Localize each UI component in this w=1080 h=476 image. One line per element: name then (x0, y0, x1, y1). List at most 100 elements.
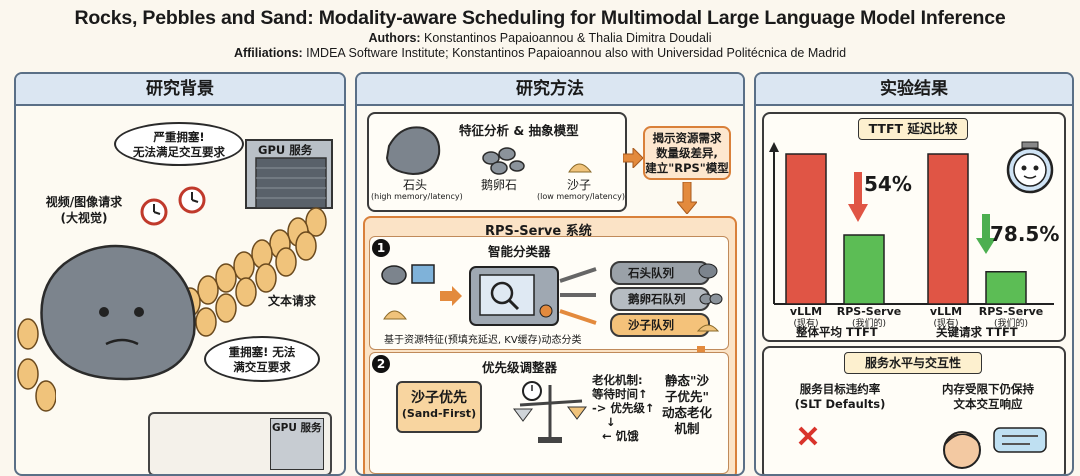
system-title: RPS-Serve 系统 (485, 224, 592, 239)
classifier-note: 基于资源特征(预填充延迟, KV缓存)动态分类 (384, 335, 582, 346)
affiliations-line: Affiliations: IMDEA Software Institute; … (0, 46, 1080, 60)
authors-text: Konstantinos Papaioannou & Thalia Dimitr… (424, 31, 712, 45)
bar-label-4-note: (我们的) (993, 319, 1029, 329)
arrow-down-icon (677, 182, 697, 214)
sand-queue: 沙子队列 (610, 313, 710, 337)
reduction-arrow-green (976, 214, 996, 254)
bar-label-1-note: (现有) (793, 319, 819, 329)
slo-line1: 服务目标违约率 (799, 382, 881, 396)
gpu-server-illustration (245, 139, 333, 209)
group-label-1: 整体平均 TTFT (796, 325, 878, 339)
insight-box: 揭示资源需求 数量级差异, 建立"RPS"模型 (643, 126, 731, 180)
gpu-server-bottom: GPU 服务 (148, 412, 332, 474)
cross-icon (798, 426, 818, 446)
reduction-label-1: 54% (864, 172, 912, 196)
congestion-bubble-top: 严重拥塞! 无法满足交互要求 (114, 122, 244, 166)
insight-line1: 揭示资源需求 (652, 131, 722, 145)
memory-line1: 内存受限下仍保持 (942, 382, 1034, 396)
feature-analysis-box: 特征分析 & 抽象模型 石头 (high memory/latency) 鹅卵石… (367, 112, 627, 212)
rock-label: 石头 (403, 178, 428, 192)
authors-label: Authors: (368, 31, 421, 45)
priority-section: 2 优先级调整器 沙子优先 (Sand-First) 老化机制: 等待时间↑ -… (369, 352, 729, 474)
classifier-illustration (381, 264, 597, 326)
results-panel: 实验结果 TTFT 延迟比较 54% 78.5% vLLM (754, 72, 1074, 476)
method-panel: 研究方法 特征分析 & 抽象模型 石头 (high memory/latency… (355, 72, 745, 476)
gpu-label-top: GPU 服务 (258, 143, 313, 157)
bubble-top-line2: 无法满足交互要求 (133, 145, 225, 159)
arrow-right-icon (623, 148, 643, 168)
poster-header: Rocks, Pebbles and Sand: Modality-aware … (0, 0, 1080, 68)
method-heading: 研究方法 (357, 74, 743, 106)
aging-line3: -> 优先级↑ (592, 401, 655, 415)
static-line2: 子优先" (665, 389, 710, 404)
aging-mechanism: 老化机制: 等待时间↑ -> 优先级↑ ↓ ← 饥饿 (592, 373, 655, 443)
bar-rps-serve-2 (985, 271, 1027, 305)
pebble-queue: 鹅卵石队列 (610, 287, 710, 311)
rock-queue: 石头队列 (610, 261, 710, 285)
sand-icon (568, 163, 593, 173)
bar-label-2-note: (我们的) (851, 319, 887, 329)
pebble-icon (482, 147, 525, 175)
sand-first-label: 沙子优先 (411, 390, 467, 406)
bar-label-2: RPS-Serve (我们的) (834, 306, 904, 330)
priority-title: 优先级调整器 (482, 360, 558, 375)
bar-label-1-name: vLLM (789, 305, 823, 318)
step2-number: 2 (372, 355, 390, 373)
bar-rps-serve-1 (843, 234, 885, 305)
affiliations-label: Affiliations: (233, 46, 303, 60)
authors-line: Authors: Konstantinos Papaioannou & Thal… (0, 31, 1080, 45)
slo-label: 服务目标违约率 (SLT Defaults) (780, 382, 900, 412)
gpu-server-top: GPU 服务 (242, 130, 336, 210)
aging-line5: ← 饥饿 (602, 429, 639, 443)
video-request-line1: 视频/图像请求 (45, 195, 123, 209)
sand-grains-left (17, 318, 56, 412)
aging-line4: ↓ (606, 415, 616, 429)
service-box: 服务水平与交互性 服务目标违约率 (SLT Defaults) 内存受限下仍保持… (762, 346, 1066, 474)
background-panel: 研究背景 GPU 服务 严重拥塞! 无法满足交互要求 (14, 72, 346, 476)
y-axis-arrow (769, 142, 779, 152)
sand-first-sublabel: (Sand-First) (401, 407, 477, 420)
bar-vllm-1 (785, 153, 827, 305)
bubble-top-line1: 严重拥塞! (153, 130, 205, 144)
aging-line1: 老化机制: (592, 373, 643, 387)
static-line1: 静态"沙 (665, 373, 710, 388)
insight-line3: 建立"RPS"模型 (645, 161, 729, 175)
bar-label-3: vLLM (现有) (926, 306, 966, 330)
ttft-chart-box: TTFT 延迟比较 54% 78.5% vLLM (现有) (762, 112, 1066, 342)
slo-line2: (SLT Defaults) (794, 397, 886, 411)
classifier-title: 智能分类器 (488, 244, 551, 259)
pebble-label: 鹅卵石 (481, 178, 518, 192)
background-heading: 研究背景 (16, 74, 344, 106)
congestion-bubble-bottom: 重拥塞! 无法 满交互要求 (204, 336, 320, 382)
clock-icon (140, 186, 206, 226)
memory-label: 内存受限下仍保持 文本交互响应 (920, 382, 1056, 412)
sand-label: 沙子 (567, 178, 592, 192)
feature-title: 特征分析 & 抽象模型 (459, 123, 579, 138)
step1-number: 1 (372, 239, 390, 257)
static-sand-label: 静态"沙 子优先" 动态老化 机制 (662, 373, 712, 437)
service-title: 服务水平与交互性 (844, 352, 982, 374)
bubble-bottom-line1: 重拥塞! 无法 (228, 345, 296, 359)
scale-icon (513, 381, 587, 443)
aging-line2: 等待时间↑ (592, 387, 648, 401)
bar-label-2-name: RPS-Serve (836, 305, 902, 318)
bar-label-3-note: (现有) (933, 319, 959, 329)
static-line3: 动态老化 (662, 405, 713, 420)
rps-illustration (385, 126, 593, 176)
video-request-label: 视频/图像请求 (大视觉) (24, 194, 144, 226)
rock-character (40, 244, 196, 381)
rps-serve-system: RPS-Serve 系统 1 智能分类器 石头队列 鹅卵石队列 沙子队列 (363, 216, 737, 474)
bar-label-4-name: RPS-Serve (978, 305, 1044, 318)
bar-label-1: vLLM (现有) (786, 306, 826, 330)
bar-label-3-name: vLLM (929, 305, 963, 318)
insight-line2: 数量级差异, (656, 146, 718, 160)
user-chat-icon (943, 427, 1047, 469)
ttft-bar-chart (769, 142, 1054, 305)
gpu-label-bottom: GPU 服务 (272, 422, 322, 434)
memory-line2: 文本交互响应 (953, 397, 1023, 411)
video-request-line2: (大视觉) (60, 211, 108, 225)
rock-icon (385, 126, 441, 176)
poster-title: Rocks, Pebbles and Sand: Modality-aware … (74, 7, 1006, 29)
text-request-label: 文本请求 (268, 294, 317, 308)
static-line4: 机制 (674, 421, 700, 436)
